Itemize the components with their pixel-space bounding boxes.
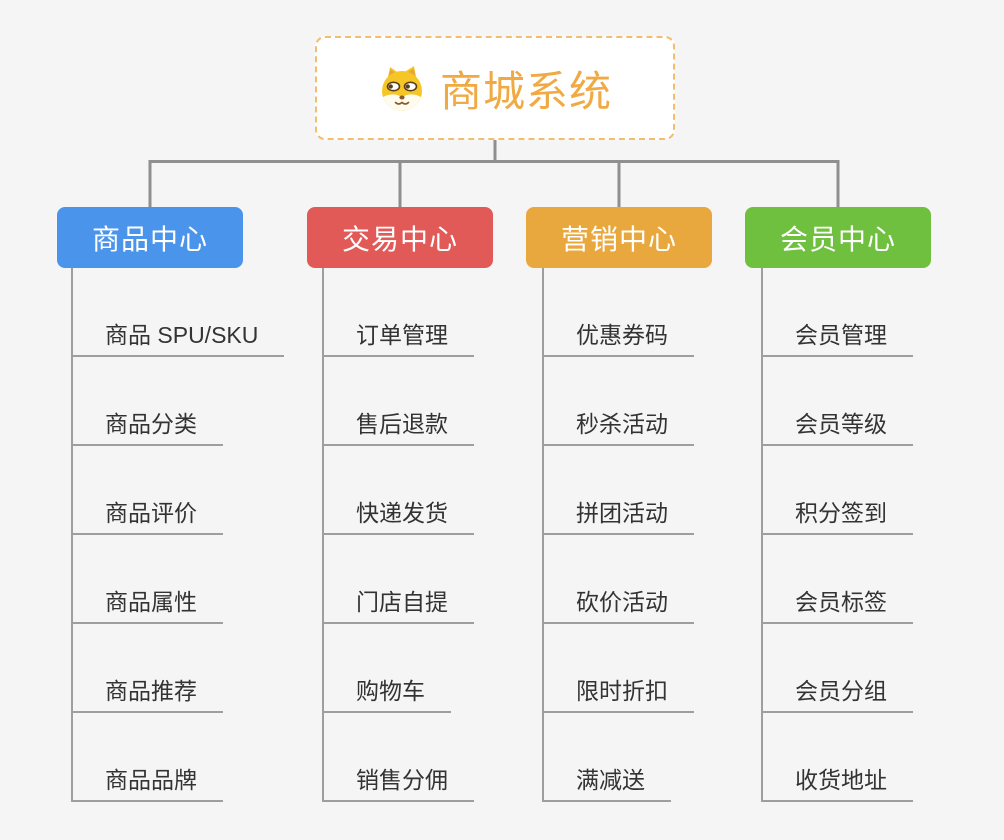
- leaf-item[interactable]: 商品推荐: [71, 677, 223, 713]
- dog-face-icon: [378, 64, 426, 112]
- leaf-item[interactable]: 商品分类: [71, 410, 223, 446]
- root-node[interactable]: 商城系统: [315, 36, 675, 140]
- leaf-item[interactable]: 快递发货: [322, 499, 474, 535]
- leaf-item[interactable]: 门店自提: [322, 588, 474, 624]
- branch-label: 交易中心: [341, 223, 458, 255]
- leaf-item[interactable]: 积分签到: [761, 499, 913, 535]
- branch-label: 营销中心: [560, 223, 677, 255]
- leaf-item[interactable]: 会员分组: [761, 677, 913, 713]
- leaf-item[interactable]: 订单管理: [322, 321, 474, 357]
- root-title: 商城系统: [439, 67, 612, 115]
- branch-node-product-center[interactable]: 商品中心: [57, 207, 243, 268]
- leaf-item[interactable]: 会员管理: [761, 321, 913, 357]
- leaf-item[interactable]: 砍价活动: [542, 588, 694, 624]
- leaf-item[interactable]: 商品品牌: [71, 766, 223, 802]
- leaf-item[interactable]: 商品评价: [71, 499, 223, 535]
- leaf-item[interactable]: 销售分佣: [322, 766, 474, 802]
- leaf-item[interactable]: 拼团活动: [542, 499, 694, 535]
- branch-node-trade-center[interactable]: 交易中心: [307, 207, 493, 268]
- leaf-item[interactable]: 售后退款: [322, 410, 474, 446]
- leaf-item[interactable]: 优惠券码: [542, 321, 694, 357]
- leaf-item[interactable]: 购物车: [322, 677, 451, 713]
- leaf-item[interactable]: 收货地址: [761, 766, 913, 802]
- leaf-item[interactable]: 秒杀活动: [542, 410, 694, 446]
- leaf-item[interactable]: 商品 SPU/SKU: [71, 321, 285, 357]
- leaf-item[interactable]: 会员标签: [761, 588, 913, 624]
- branch-node-member-center[interactable]: 会员中心: [745, 207, 931, 268]
- branch-label: 商品中心: [91, 223, 208, 255]
- branch-label: 会员中心: [779, 223, 896, 255]
- leaf-item[interactable]: 商品属性: [71, 588, 223, 624]
- branch-node-marketing-center[interactable]: 营销中心: [526, 207, 712, 268]
- leaf-item[interactable]: 限时折扣: [542, 677, 694, 713]
- leaf-item[interactable]: 满减送: [542, 766, 671, 802]
- leaf-item[interactable]: 会员等级: [761, 410, 913, 446]
